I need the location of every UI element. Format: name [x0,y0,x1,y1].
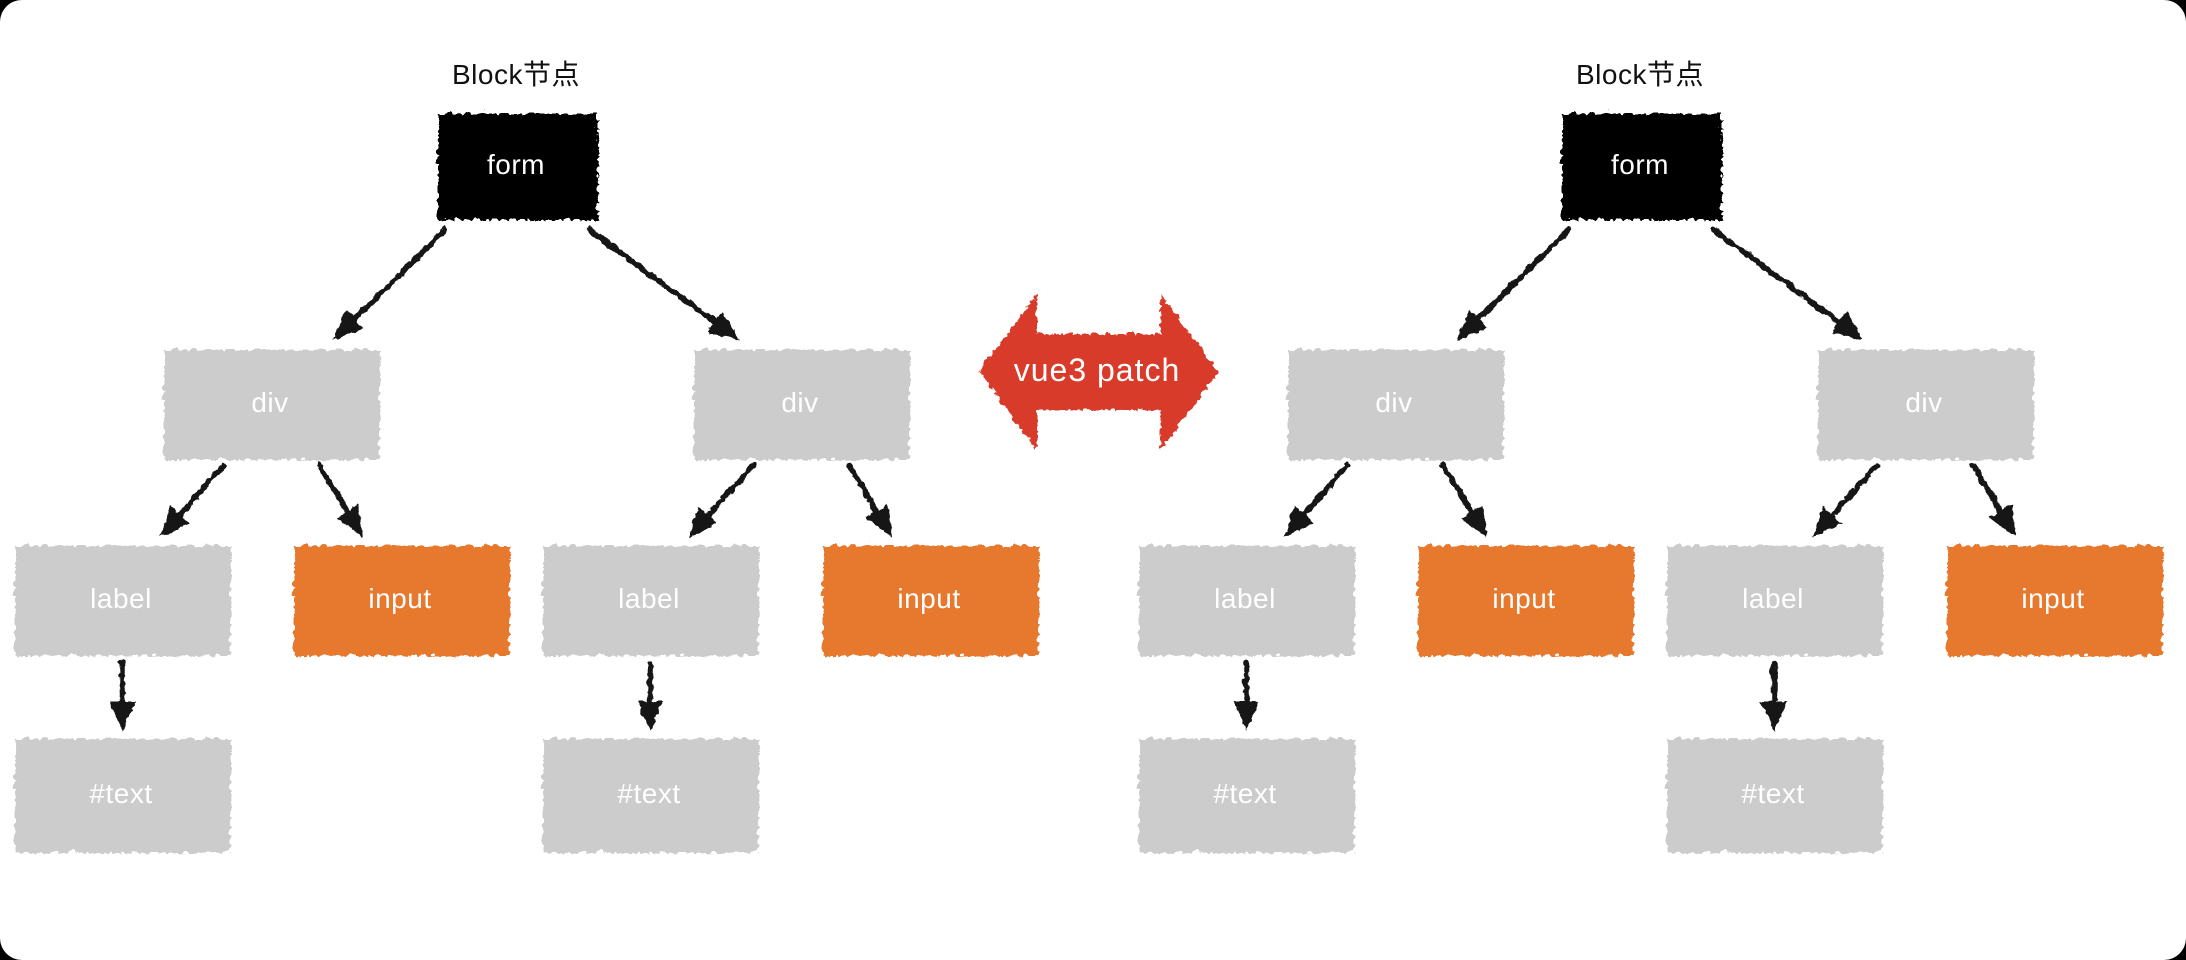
edge-arrow-line [845,461,879,513]
edge-arrow-head [1830,310,1862,339]
edge-arrow-head [1283,504,1313,536]
patch-arrow: vue3 patch [977,292,1217,448]
node-div: div [1816,348,2032,458]
edge-arrow-head [1760,700,1786,730]
edge-arrow-line [585,225,717,324]
edge-arrow-line [315,461,350,514]
edge-arrow-head [864,503,891,536]
node-div: div [692,348,908,458]
node-box [1816,348,2032,458]
edge-arrow-line [704,461,755,517]
node-input: input [1945,544,2161,654]
node-label: label [13,544,229,654]
edge-arrow-line [1828,461,1879,517]
node-label: #text [1213,778,1277,809]
edge-arrow-head [1988,503,2015,536]
node-box [1945,544,2161,654]
node-label: label [541,544,757,654]
edge-arrow-head [687,505,717,536]
edge-arrow-head [1459,503,1486,536]
node-label: input [2021,583,2085,614]
node-box [13,544,229,654]
edge-arrow-line [176,461,225,517]
patch-arrow-label: vue3 patch [1014,352,1181,388]
node-label: form [1611,149,1669,180]
node-label: #text [89,778,153,809]
node-label: div [1905,387,1943,418]
edge-arrow-head [706,310,738,339]
node-form: form [1560,112,1720,218]
node-text: #text [1137,737,1353,851]
node-box [692,348,908,458]
node-label: form [487,149,545,180]
node-box [541,737,757,851]
edge-arrow-line [1474,225,1571,321]
node-box [541,544,757,654]
node-text: #text [1665,737,1881,851]
node-label: label [618,583,680,614]
node-box [821,544,1037,654]
node-text: #text [541,737,757,851]
node-form: form [436,112,596,218]
node-box [1665,737,1881,851]
edge-arrow-head [1456,308,1487,339]
edge-arrow-line [350,225,447,321]
node-label: div [1375,387,1413,418]
node-input: input [292,544,508,654]
node-label: label [1137,544,1353,654]
edge-arrow-head [636,700,662,730]
node-label: #text [617,778,681,809]
node-box [162,348,378,458]
node-box [436,112,596,218]
node-label: label [1742,583,1804,614]
edge-arrow-head [159,504,189,536]
node-input: input [1416,544,1632,654]
node-div: div [162,348,378,458]
edge-arrow-head [1811,505,1841,536]
tree-caption: Block节点 [452,59,580,90]
node-box [1416,544,1632,654]
node-label: label [1665,544,1881,654]
node-label: input [1492,583,1556,614]
edge-arrow-line [1969,461,2003,513]
node-text: #text [13,737,229,851]
edge-arrow-head [332,308,363,339]
node-input: input [821,544,1037,654]
node-box [1665,544,1881,654]
patch-arrow-shape [977,292,1217,448]
edge-arrow-line [1439,461,1474,514]
edge-arrow-line [1300,461,1349,517]
node-label: div [251,387,289,418]
node-label: input [897,583,961,614]
tree-edges [108,225,891,730]
node-div: div [1286,348,1502,458]
node-label: div [781,387,819,418]
edge-arrow-head [1232,700,1258,730]
node-label: label [1214,583,1276,614]
node-box [1560,112,1720,218]
edge-arrow-line [1709,225,1841,324]
node-label: #text [1741,778,1805,809]
node-box [1137,544,1353,654]
node-box [13,737,229,851]
edge-arrow-head [335,503,362,536]
tree-caption: Block节点 [1576,59,1704,90]
tree-edges [1232,225,2015,730]
node-label: label [90,583,152,614]
node-box [292,544,508,654]
node-box [1286,348,1502,458]
edge-arrow-head [108,700,134,730]
node-label: input [368,583,432,614]
node-box [1137,737,1353,851]
